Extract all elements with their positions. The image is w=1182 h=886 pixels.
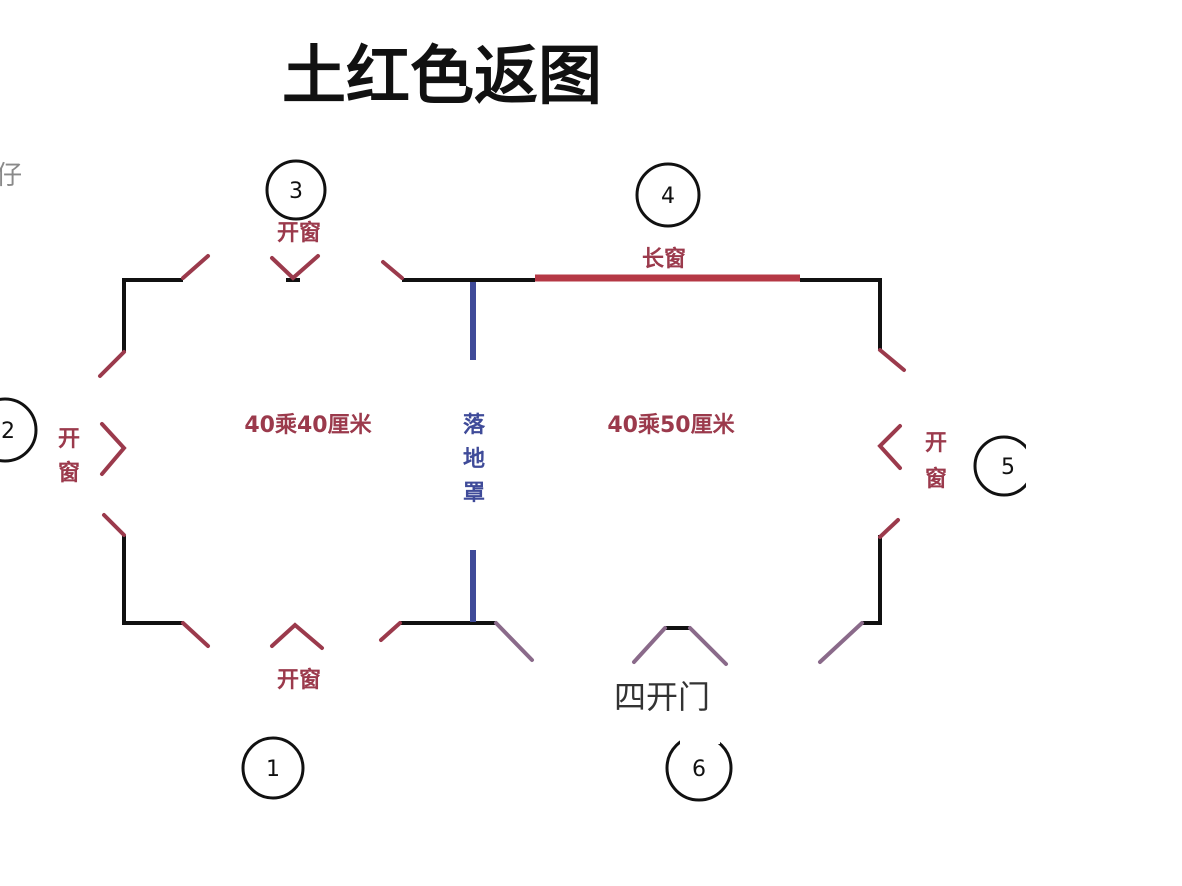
marker-3-number: 3 — [289, 179, 303, 204]
marker-6: 6 — [665, 730, 733, 802]
curtain-label-1: 落 — [463, 413, 486, 438]
wall-top-right — [800, 278, 882, 350]
window-5-label-bottom: 窗 — [925, 466, 947, 492]
sash-left-lower — [102, 513, 126, 537]
sash-bottom-right — [379, 621, 402, 642]
wall-bottom-right — [862, 535, 882, 625]
curtain-label-2: 地 — [463, 447, 485, 472]
door-label: 四开门 — [614, 678, 710, 716]
marker-1-number: 1 — [266, 757, 280, 782]
curtain-label-3: 罩 — [463, 481, 485, 506]
sash-left-middle — [100, 422, 127, 476]
window-2-label-top: 开 — [58, 427, 80, 452]
door-leaves — [494, 621, 864, 666]
marker-4-number: 4 — [661, 184, 675, 209]
sash-bottom-left — [181, 621, 210, 648]
sash-top-center — [270, 254, 320, 281]
door-leaf-4 — [818, 621, 864, 664]
marker-1: 1 — [241, 736, 305, 800]
marker-5: 5 — [973, 430, 1066, 502]
marker-6-number: 6 — [692, 757, 706, 782]
window-4-label: 长窗 — [642, 246, 686, 272]
walls — [122, 278, 882, 630]
sash-top-left — [181, 254, 210, 280]
marker-2: 2 — [0, 397, 38, 463]
sash-right-upper — [878, 348, 906, 372]
left-room-size-label: 40乘40厘米 — [244, 413, 372, 438]
marker-2-number: 2 — [1, 419, 15, 444]
window-1-label: 开窗 — [277, 667, 321, 693]
marker-5-number: 5 — [1001, 455, 1015, 480]
window-3-label: 开窗 — [277, 220, 321, 246]
right-room-size-label: 40乘50厘米 — [607, 413, 735, 438]
door-leaf-3 — [688, 626, 728, 666]
door-leaf-2 — [632, 626, 667, 664]
window-sashes — [98, 254, 906, 650]
diagram-title: 土红色返图 — [282, 40, 602, 114]
sash-top-right — [381, 260, 404, 280]
sash-right-middle — [877, 424, 902, 470]
sash-bottom-center — [270, 622, 324, 650]
wall-bottom-left — [122, 535, 183, 625]
window-5-label-top: 开 — [925, 431, 947, 456]
sash-left-upper — [98, 350, 126, 378]
marker-3: 3 — [265, 159, 327, 221]
wall-top-left — [122, 278, 183, 352]
marker-4: 4 — [635, 162, 701, 228]
sash-right-lower — [878, 518, 900, 539]
door-leaf-1 — [494, 621, 534, 662]
corner-text: 仔 — [0, 161, 22, 191]
window-2-label-bottom: 窗 — [58, 460, 80, 486]
